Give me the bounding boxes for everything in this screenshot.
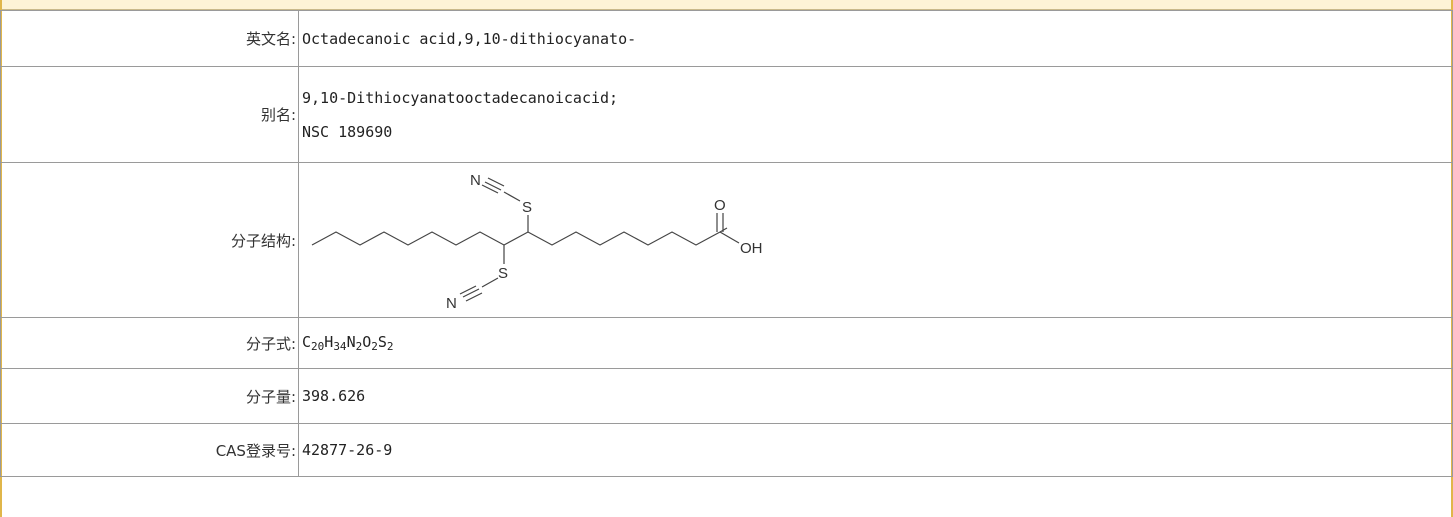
- formula-count-o: 2: [371, 340, 378, 353]
- alias-item: NSC 189690: [302, 122, 393, 141]
- value-molecular-weight: 398.626: [298, 368, 1453, 424]
- formula-count-s: 2: [386, 340, 394, 353]
- label-cas: CAS登录号:: [0, 423, 299, 477]
- value-structure: S N S N O OH: [298, 162, 1453, 318]
- formula-element-h: H: [324, 333, 334, 351]
- bond-s-c-bottom: [481, 277, 499, 288]
- label-molecular-weight: 分子量:: [0, 368, 299, 424]
- compound-info-table: 英文名: Octadecanoic acid,9,10-dithiocyanat…: [0, 10, 1453, 477]
- top-header-bar: [0, 0, 1453, 10]
- label-aliases: 别名:: [0, 66, 299, 163]
- carbon-chain: [311, 227, 728, 246]
- bond-s-c-top: [503, 191, 521, 202]
- atom-o: O: [714, 197, 726, 214]
- atom-n-bottom: N: [446, 295, 457, 312]
- row-formula: 分子式: C20H34N2O2S2: [0, 317, 1453, 369]
- formula-count-h: 34: [333, 340, 347, 353]
- bond-cn-top-2: [487, 177, 505, 187]
- bond-c-oh: [719, 231, 740, 244]
- bond-cn-top-3: [481, 184, 499, 194]
- atom-oh: OH: [740, 240, 763, 257]
- label-formula: 分子式:: [0, 317, 299, 369]
- row-molecular-weight: 分子量: 398.626: [0, 368, 1453, 424]
- bond-cn-bottom-1: [462, 288, 480, 298]
- value-english-name: Octadecanoic acid,9,10-dithiocyanato-: [298, 10, 1453, 67]
- bond-cn-bottom-3: [459, 285, 477, 295]
- molecular-structure-diagram: S N S N O OH: [311, 172, 763, 312]
- formula-element-c: C: [302, 333, 312, 351]
- formula-element-s: S: [377, 333, 387, 351]
- label-structure: 分子结构:: [0, 162, 299, 318]
- formula-count-n: 2: [355, 340, 363, 353]
- value-aliases: 9,10-Dithiocyanatooctadecanoicacid; NSC …: [298, 66, 1453, 163]
- atom-s-top: S: [522, 199, 532, 216]
- formula-element-o: O: [362, 333, 372, 351]
- bond-cn-bottom-2: [465, 292, 483, 302]
- bond-cn-top-1: [484, 181, 502, 191]
- alias-item: 9,10-Dithiocyanatooctadecanoicacid;: [302, 88, 619, 107]
- value-cas: 42877-26-9: [298, 423, 1453, 477]
- row-english-name: 英文名: Octadecanoic acid,9,10-dithiocyanat…: [0, 10, 1453, 67]
- atom-s-bottom: S: [498, 265, 508, 282]
- atom-n-top: N: [470, 172, 481, 189]
- value-formula: C20H34N2O2S2: [298, 317, 1453, 369]
- label-english-name: 英文名:: [0, 10, 299, 67]
- row-structure: 分子结构: S N S N: [0, 162, 1453, 318]
- formula-count-c: 20: [311, 340, 325, 353]
- formula-element-n: N: [346, 333, 356, 351]
- row-cas: CAS登录号: 42877-26-9: [0, 423, 1453, 477]
- row-aliases: 别名: 9,10-Dithiocyanatooctadecanoicacid; …: [0, 66, 1453, 163]
